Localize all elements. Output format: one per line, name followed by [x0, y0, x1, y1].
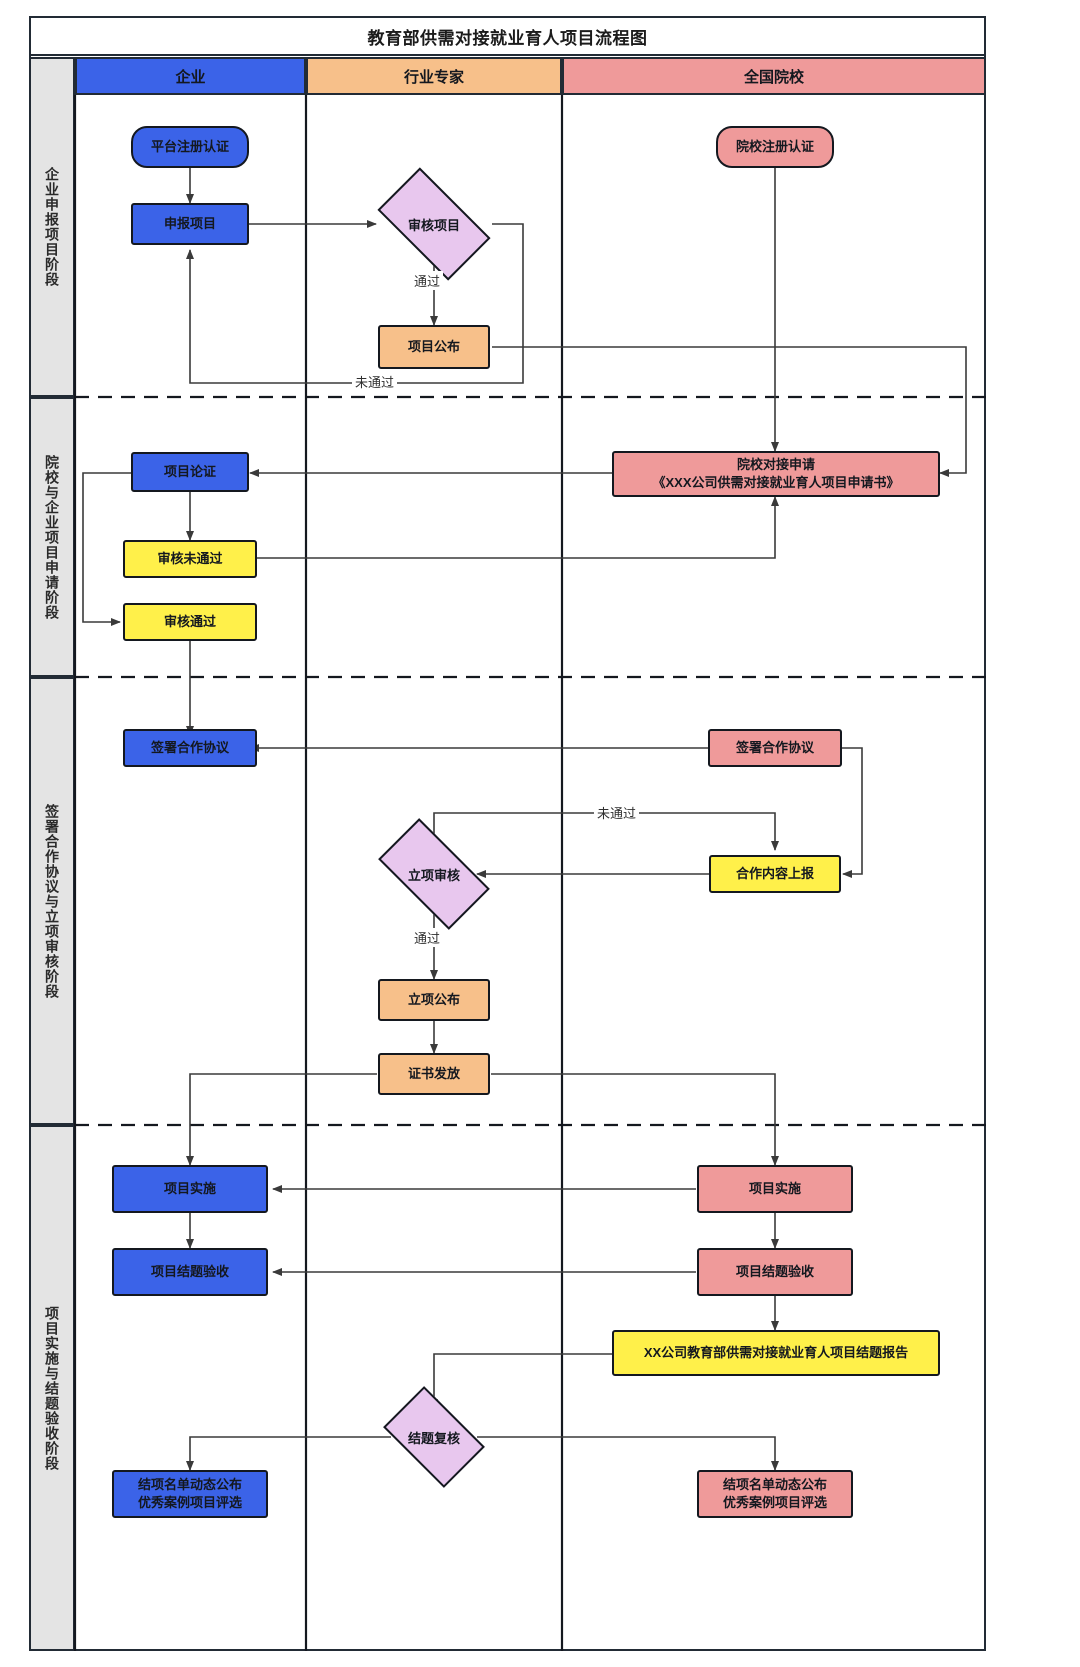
node-school-registration[interactable]: 院校注册认证	[716, 126, 834, 168]
node-final-review-label: 结题复核	[407, 1430, 460, 1446]
page-title: 教育部供需对接就业育人项目流程图	[367, 28, 648, 48]
node-project-announcement[interactable]: 项目公布	[378, 325, 490, 369]
column-header-schools-label: 全国院校	[743, 68, 804, 86]
node-review-project[interactable]: 审核项目	[377, 167, 491, 281]
column-header-enterprise: 企业	[75, 57, 306, 95]
node-review-passed[interactable]: 审核通过	[123, 603, 257, 641]
edge-label-pass-1-text: 通过	[414, 274, 441, 289]
edge-label-pass-1: 通过	[411, 271, 444, 290]
node-final-list-school-line1: 结项名单动态公布	[722, 1477, 827, 1493]
node-project-announcement-label: 项目公布	[407, 339, 460, 355]
node-project-acceptance-school[interactable]: 项目结题验收	[697, 1248, 853, 1296]
node-final-review[interactable]: 结题复核	[383, 1386, 485, 1488]
node-cooperation-report-label: 合作内容上报	[735, 866, 814, 882]
node-project-implementation-enterprise-label: 项目实施	[163, 1181, 216, 1197]
node-review-passed-label: 审核通过	[163, 614, 216, 630]
node-project-demonstration-label: 项目论证	[163, 464, 216, 480]
node-final-list-school[interactable]: 结项名单动态公布 优秀案例项目评选	[697, 1470, 853, 1518]
node-final-report-label: XX公司教育部供需对接就业育人项目结题报告	[643, 1345, 909, 1361]
node-project-acceptance-enterprise[interactable]: 项目结题验收	[112, 1248, 268, 1296]
edge-label-fail-2-text: 未通过	[597, 806, 637, 821]
node-final-list-enterprise[interactable]: 结项名单动态公布 优秀案例项目评选	[112, 1470, 268, 1518]
node-project-implementation-school[interactable]: 项目实施	[697, 1165, 853, 1213]
column-header-expert-label: 行业专家	[403, 68, 464, 86]
node-project-acceptance-school-label: 项目结题验收	[735, 1264, 814, 1280]
node-final-list-school-line2: 优秀案例项目评选	[722, 1495, 827, 1510]
node-project-demonstration[interactable]: 项目论证	[131, 452, 249, 492]
node-school-application-line1: 院校对接申请	[736, 457, 815, 473]
node-project-implementation-school-label: 项目实施	[748, 1181, 801, 1197]
node-sign-agreement-school-label: 签署合作协议	[735, 740, 814, 756]
node-final-list-enterprise-line2: 优秀案例项目评选	[137, 1495, 242, 1510]
node-final-list-enterprise-line1: 结项名单动态公布	[137, 1477, 242, 1493]
node-review-project-label: 审核项目	[407, 217, 460, 233]
node-declare-project-label: 申报项目	[163, 216, 216, 232]
lane-label-stage2-text: 院校与企业项目申请阶段	[44, 454, 60, 620]
diagram-title-bar: 教育部供需对接就业育人项目流程图	[29, 16, 986, 56]
node-approval-announcement[interactable]: 立项公布	[378, 979, 490, 1021]
node-sign-agreement-enterprise[interactable]: 签署合作协议	[123, 729, 257, 767]
column-header-schools: 全国院校	[562, 57, 986, 95]
node-project-approval-review-label: 立项审核	[407, 867, 460, 883]
node-certificate-issuance-label: 证书发放	[407, 1066, 460, 1082]
node-school-registration-label: 院校注册认证	[735, 139, 814, 155]
edge-label-pass-2: 通过	[411, 928, 444, 947]
node-platform-registration[interactable]: 平台注册认证	[131, 126, 249, 168]
node-sign-agreement-school[interactable]: 签署合作协议	[708, 729, 842, 767]
node-certificate-issuance[interactable]: 证书发放	[378, 1053, 490, 1095]
edge-label-fail-2: 未通过	[594, 803, 640, 822]
node-platform-registration-label: 平台注册认证	[150, 139, 229, 155]
edge-label-fail-1-text: 未通过	[355, 375, 395, 390]
edge-label-pass-2-text: 通过	[414, 931, 441, 946]
column-header-enterprise-label: 企业	[175, 68, 206, 86]
node-project-approval-review[interactable]: 立项审核	[378, 818, 490, 930]
node-project-acceptance-enterprise-label: 项目结题验收	[150, 1264, 229, 1280]
node-declare-project[interactable]: 申报项目	[131, 203, 249, 245]
column-header-expert: 行业专家	[306, 57, 562, 95]
node-sign-agreement-enterprise-label: 签署合作协议	[150, 740, 229, 756]
node-cooperation-report[interactable]: 合作内容上报	[709, 855, 841, 893]
node-review-failed[interactable]: 审核未通过	[123, 540, 257, 578]
node-project-implementation-enterprise[interactable]: 项目实施	[112, 1165, 268, 1213]
edge-label-fail-1: 未通过	[352, 372, 398, 391]
lane-label-stage1-text: 企业申报项目阶段	[44, 167, 60, 287]
node-approval-announcement-label: 立项公布	[407, 992, 460, 1008]
node-school-application[interactable]: 院校对接申请 《XXX公司供需对接就业育人项目申请书》	[612, 451, 940, 497]
node-review-failed-label: 审核未通过	[157, 551, 223, 567]
lane-label-stage3-text: 签署合作协议与立项审核阶段	[44, 803, 60, 999]
lane-label-stage4-text: 项目实施与结题验收阶段	[44, 1305, 60, 1471]
node-final-report[interactable]: XX公司教育部供需对接就业育人项目结题报告	[612, 1330, 940, 1376]
node-school-application-line2: 《XXX公司供需对接就业育人项目申请书》	[652, 475, 900, 490]
